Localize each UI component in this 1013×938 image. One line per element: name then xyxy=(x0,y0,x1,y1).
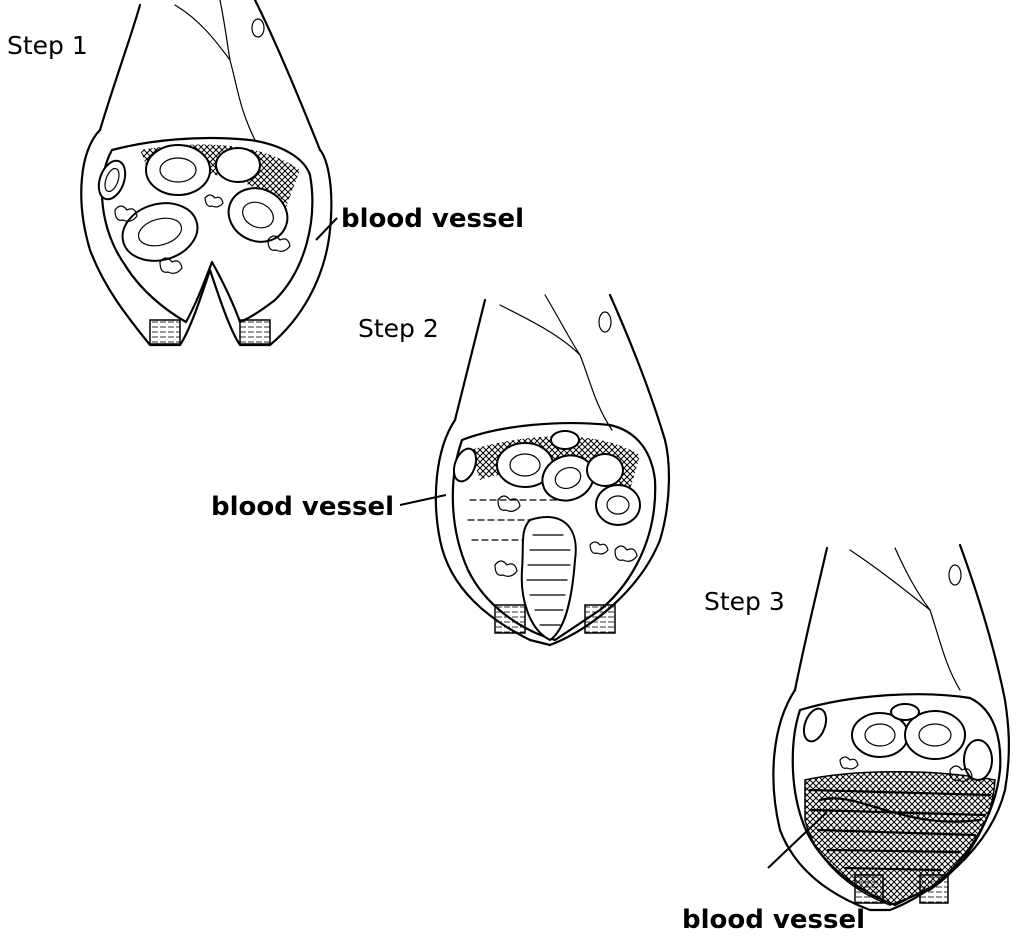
step-3-vessel-illustration xyxy=(773,545,1008,910)
step-3-label: Step 3 xyxy=(704,587,785,616)
step-1-label: Step 1 xyxy=(7,31,88,60)
step-1-callout-line xyxy=(316,218,337,240)
step-2-vessel-illustration xyxy=(436,295,669,645)
step-2-callout-line xyxy=(400,495,446,505)
step-1-vessel-illustration xyxy=(81,0,331,345)
step-2-callout-label: blood vessel xyxy=(211,492,394,522)
step-3-callout-label: blood vessel xyxy=(682,905,865,935)
step-1-callout-label: blood vessel xyxy=(341,204,524,234)
step-2-label: Step 2 xyxy=(358,314,439,343)
